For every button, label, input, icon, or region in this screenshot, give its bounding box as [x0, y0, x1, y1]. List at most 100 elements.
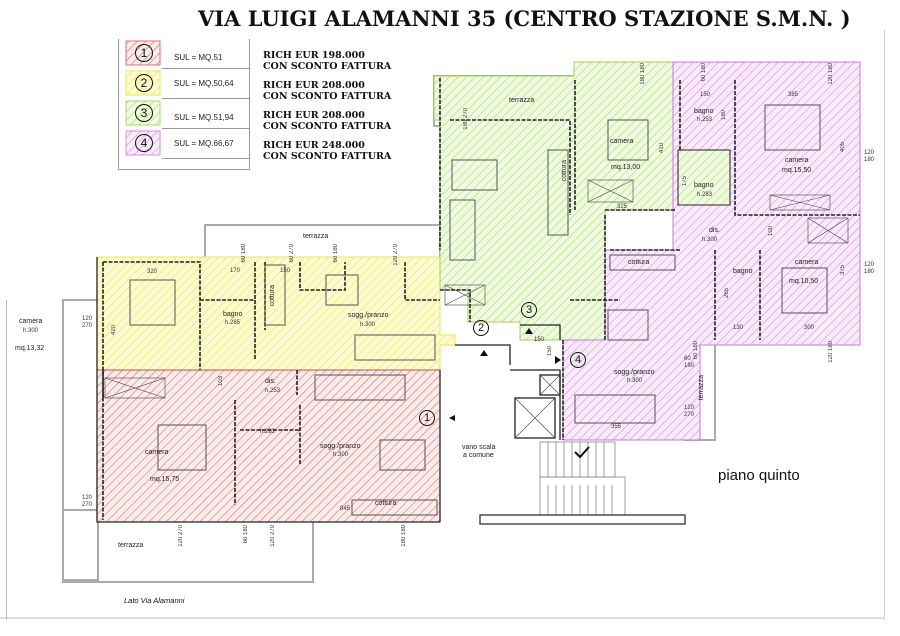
table-unit1 — [379, 439, 426, 471]
dim-label: 150 — [547, 346, 553, 357]
terrace-left-outline — [62, 299, 99, 581]
unit-3-bathroom-area — [677, 149, 731, 206]
room-u4-camera-big-area: mq.15,50 — [782, 167, 812, 174]
dim-label: 175 — [682, 176, 688, 187]
stairs — [539, 441, 626, 518]
room-u3-camera: camera — [610, 138, 634, 145]
dim-label: 180 — [721, 110, 727, 121]
unit-number-badge: 1 — [135, 44, 153, 62]
table-unit2 — [325, 274, 359, 306]
kitchen-unit3 — [547, 149, 569, 236]
room-u2-bagno: bagno — [223, 311, 243, 318]
entrance-arrows — [449, 328, 561, 421]
window-label: 60 180 — [243, 525, 249, 544]
shaft-small — [539, 374, 561, 396]
dim-label: 300 — [804, 325, 815, 331]
room-u4-camera-small-area: mq.10,50 — [789, 278, 819, 285]
room-u3-bagno: bagno — [694, 182, 714, 189]
room-u1-cottura: cottura — [375, 500, 397, 507]
unit-2-marker: 2 — [473, 320, 489, 336]
window-label: 120 180 — [828, 63, 834, 85]
room-u4-dis: dis. — [709, 227, 720, 234]
bed-unit3 — [607, 119, 649, 161]
room-u2-bagno-height: h.285 — [225, 320, 241, 326]
dim-label: 100 — [768, 226, 774, 237]
room-u1-camera-area: mq.15,75 — [150, 476, 180, 483]
room-u1-sogg: sogg./pranzo — [320, 443, 361, 450]
room-u4-dis-height: h.300 — [702, 237, 718, 243]
terrace-right: terrazza — [698, 375, 705, 401]
window-label: 180 180 — [640, 63, 646, 85]
legend-row-3: 3 SUL = MQ.51,94 — [119, 99, 249, 129]
legend-sul: SUL = MQ.66,67 — [174, 139, 234, 148]
bed-unit2 — [129, 279, 176, 326]
terrace-top-green: terrazza — [509, 97, 535, 104]
dim-label: 845 — [340, 506, 351, 512]
window-label: 120 270 — [393, 244, 399, 266]
bed-unit4-big — [764, 104, 821, 151]
kitchen-unit2 — [264, 264, 286, 326]
room-u2-sogg: sogg./pranzo — [348, 312, 389, 319]
page-title: VIA LUIGI ALAMANNI 35 (CENTRO STAZIONE S… — [198, 6, 851, 31]
room-u1-sogg-height: h.300 — [333, 452, 349, 458]
room-u4-cottura: cottura — [628, 259, 650, 266]
dim-label: 355 — [611, 424, 622, 430]
dim-label: 103 — [218, 376, 224, 387]
stair-label-line2: a comune — [463, 452, 494, 459]
dim-label: 150 — [700, 92, 711, 98]
arrow-up-unit2 — [480, 350, 488, 356]
unit-number-badge: 4 — [135, 134, 153, 152]
elevator-shaft — [514, 397, 556, 439]
unit-3-marker: 3 — [521, 302, 537, 318]
window-label: 180 180 — [401, 525, 407, 547]
room-u2-dis: dis. — [265, 378, 276, 385]
room-u4-sogg: sogg./pranzo — [614, 369, 655, 376]
window-label: 120 180 — [828, 341, 834, 363]
legend-sul: SUL = MQ.51 — [174, 53, 223, 62]
dim-label: 385 — [788, 92, 799, 98]
dim-label: 150 — [280, 268, 291, 274]
unit-number-badge: 3 — [135, 104, 153, 122]
arrow-left-unit1 — [449, 415, 455, 421]
sofa-unit2 — [354, 334, 436, 361]
room-left-camera-height: h.300 — [23, 328, 39, 334]
room-u3-cottura: cottura — [561, 160, 568, 182]
room-u3-camera-area: mq.13,00 — [611, 164, 641, 171]
legend-sul: SUL = MQ.51,94 — [174, 113, 234, 122]
unit-number-badge: 2 — [135, 74, 153, 92]
shaft-cross-marks — [104, 179, 849, 439]
room-u1-bagno-height: h.283 — [260, 429, 276, 435]
arrow-right-unit4 — [555, 356, 561, 364]
table-unit4 — [607, 309, 649, 341]
room-u2-cottura: cottura — [269, 285, 276, 307]
kitchen-unit1 — [351, 499, 438, 516]
unit-1-marker: 1 — [419, 410, 435, 426]
window-label: 120 270 — [270, 525, 276, 547]
terrace-top-left: terrazza — [303, 233, 329, 240]
street-side-label: Lato Via Alamanni — [124, 596, 185, 605]
landing-slab — [479, 514, 686, 525]
unit-4-marker: 4 — [570, 352, 586, 368]
dim-label: 325 — [617, 204, 628, 210]
table-unit3 — [451, 159, 498, 191]
dim-label: 265 — [724, 288, 730, 299]
window-label: 60 180 — [241, 244, 247, 263]
sheet-border-bottom — [0, 617, 885, 619]
room-u4-bagno-top-height: h.253 — [697, 117, 713, 123]
dim-label: 405 — [840, 142, 846, 153]
sheet-border-right — [884, 30, 885, 620]
room-u2-dis-height: h.253 — [265, 388, 281, 394]
unit-3-area — [433, 61, 674, 341]
window-label: 120 270 — [178, 525, 184, 547]
window-label: 60 270 — [289, 244, 295, 263]
bed-unit1 — [157, 424, 207, 471]
